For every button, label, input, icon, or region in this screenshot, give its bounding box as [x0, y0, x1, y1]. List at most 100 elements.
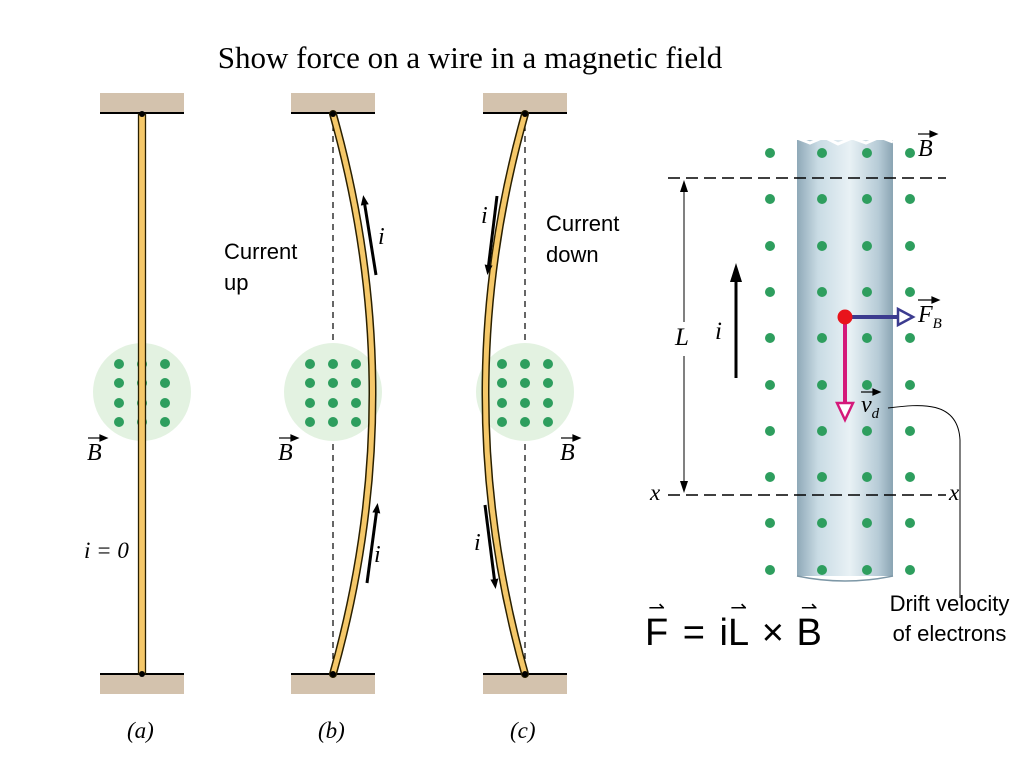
floor-block: [291, 674, 375, 694]
ceiling-block: [483, 93, 567, 113]
field-dot: [905, 472, 915, 482]
field-dot: [114, 417, 124, 427]
field-dot: [765, 426, 775, 436]
field-dot: [351, 359, 361, 369]
field-label: B: [87, 440, 102, 466]
field-dot: [817, 518, 827, 528]
section-mark-right: x: [949, 480, 960, 505]
field-dots: [765, 148, 915, 575]
field-dot: [543, 417, 553, 427]
field-dot: [862, 194, 872, 204]
field-dot: [160, 417, 170, 427]
current-arrow-up: [360, 195, 378, 276]
field-dot: [765, 518, 775, 528]
field-dot: [905, 565, 915, 575]
current-down-text: Current down: [546, 211, 620, 267]
field-dot: [905, 287, 915, 297]
current-label: i = 0: [84, 538, 129, 563]
page-title: Show force on a wire in a magnetic field: [217, 40, 723, 75]
field-dot: [905, 194, 915, 204]
field-dot: [817, 333, 827, 343]
field-dot: [497, 417, 507, 427]
ceiling-block: [291, 93, 375, 113]
field-dot: [520, 398, 530, 408]
field-dot: [520, 378, 530, 388]
section-mark-left: x: [650, 480, 661, 505]
floor-block: [100, 674, 184, 694]
field-dot: [765, 241, 775, 251]
field-dot: [817, 194, 827, 204]
field-dots: [497, 359, 553, 427]
field-dot: [497, 398, 507, 408]
current-symbol: i: [374, 542, 381, 568]
ceiling-block: [100, 93, 184, 113]
field-dot: [862, 380, 872, 390]
caption-a: (a): [127, 718, 154, 743]
field-dot: [905, 148, 915, 158]
current-symbol: i: [474, 530, 481, 556]
field-dot: [543, 359, 553, 369]
panel-b: [284, 93, 382, 694]
field-dot: [905, 333, 915, 343]
field-dot: [905, 241, 915, 251]
field-dot: [905, 426, 915, 436]
field-dot: [765, 333, 775, 343]
field-dot: [160, 378, 170, 388]
field-dot: [817, 426, 827, 436]
field-dot: [862, 241, 872, 251]
field-dots: [305, 359, 361, 427]
field-dot: [351, 398, 361, 408]
field-dot: [862, 518, 872, 528]
field-dot: [765, 380, 775, 390]
current-arrow-down: [484, 195, 499, 275]
current-arrow-up: [365, 503, 381, 584]
field-dot: [351, 378, 361, 388]
field-dot: [817, 472, 827, 482]
field-dot: [765, 287, 775, 297]
field-dot: [543, 398, 553, 408]
field-dot: [114, 378, 124, 388]
field-dot: [765, 565, 775, 575]
field-dot: [328, 359, 338, 369]
drift-velocity-annotation: Drift velocity of electrons: [889, 591, 1010, 646]
vector-overarrows: [88, 130, 941, 442]
field-dot: [862, 287, 872, 297]
field-dot: [817, 565, 827, 575]
detail-diagram: [668, 135, 961, 598]
field-dot: [862, 333, 872, 343]
field-dot: [905, 380, 915, 390]
floor-block: [483, 674, 567, 694]
panel-c: [476, 93, 574, 694]
field-dot: [520, 417, 530, 427]
field-dot: [305, 378, 315, 388]
current-symbol: i: [715, 318, 722, 345]
field-dot: [817, 241, 827, 251]
field-dot: [817, 287, 827, 297]
caption-b: (b): [318, 718, 345, 743]
field-dot: [305, 398, 315, 408]
current-symbol: i: [481, 203, 488, 229]
field-dot: [497, 378, 507, 388]
field-dot: [765, 194, 775, 204]
field-label: B: [918, 136, 933, 162]
field-dot: [905, 518, 915, 528]
field-dot: [160, 359, 170, 369]
field-dot: [765, 472, 775, 482]
field-dot: [114, 359, 124, 369]
field-dot: [862, 565, 872, 575]
field-label: B: [278, 440, 293, 466]
field-dot: [305, 417, 315, 427]
current-arrow-down: [483, 504, 499, 589]
field-dot: [351, 417, 361, 427]
wire: [137, 113, 147, 675]
field-dot: [497, 359, 507, 369]
field-dot: [862, 472, 872, 482]
electron-charge: [837, 309, 853, 325]
field-dot: [328, 378, 338, 388]
field-dot: [328, 417, 338, 427]
field-dot: [328, 398, 338, 408]
field-dot: [160, 398, 170, 408]
force-formula: ⇀F = i⇀L × ⇀B: [645, 597, 822, 654]
length-label: L: [675, 324, 689, 351]
